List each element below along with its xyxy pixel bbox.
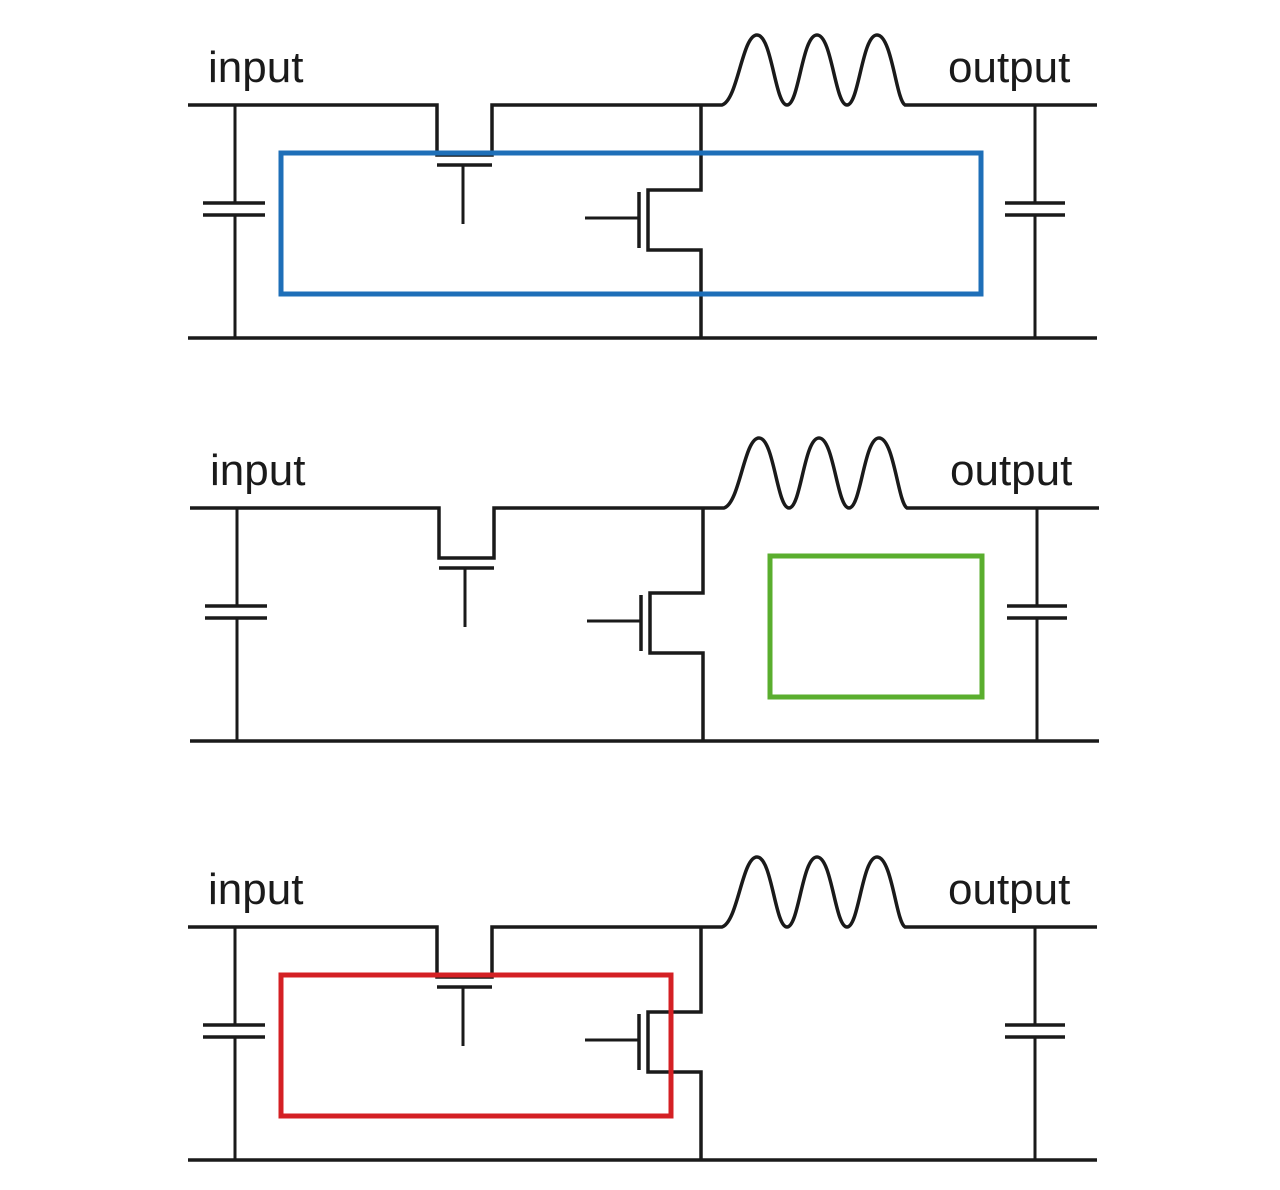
- output-capacitor-icon: [1005, 927, 1065, 1160]
- input-capacitor-icon: [203, 105, 265, 338]
- circuit-panel: input output: [190, 436, 1099, 743]
- output-capacitor-icon: [1005, 105, 1065, 338]
- nmos-transistor-icon: [437, 985, 492, 1046]
- input-label: input: [208, 43, 303, 92]
- inductor-icon: [720, 855, 1097, 929]
- output-label: output: [948, 865, 1070, 914]
- output-capacitor-icon: [1007, 508, 1067, 741]
- inductor-icon: [720, 33, 1097, 107]
- highlight-box-green: [767, 553, 985, 700]
- top-rail-left: [188, 103, 720, 157]
- input-capacitor-icon: [203, 927, 265, 1160]
- circuit-panel: input output: [188, 33, 1097, 340]
- input-label: input: [208, 865, 303, 914]
- highlight-box-red: [278, 972, 674, 1119]
- nmos-transistor-icon: [439, 566, 494, 627]
- pmos-transistor-icon: [585, 927, 703, 1160]
- input-label: input: [210, 446, 305, 495]
- pmos-transistor-icon: [587, 508, 705, 741]
- inductor-icon: [722, 436, 1099, 510]
- output-label: output: [948, 43, 1070, 92]
- nmos-transistor-icon: [437, 163, 492, 224]
- circuit-panel: input output: [188, 855, 1097, 1162]
- highlight-box-blue: [278, 150, 984, 297]
- pmos-transistor-icon: [585, 105, 703, 338]
- top-rail-left: [188, 925, 720, 979]
- output-label: output: [950, 446, 1072, 495]
- input-capacitor-icon: [205, 508, 267, 741]
- top-rail-left: [190, 506, 722, 560]
